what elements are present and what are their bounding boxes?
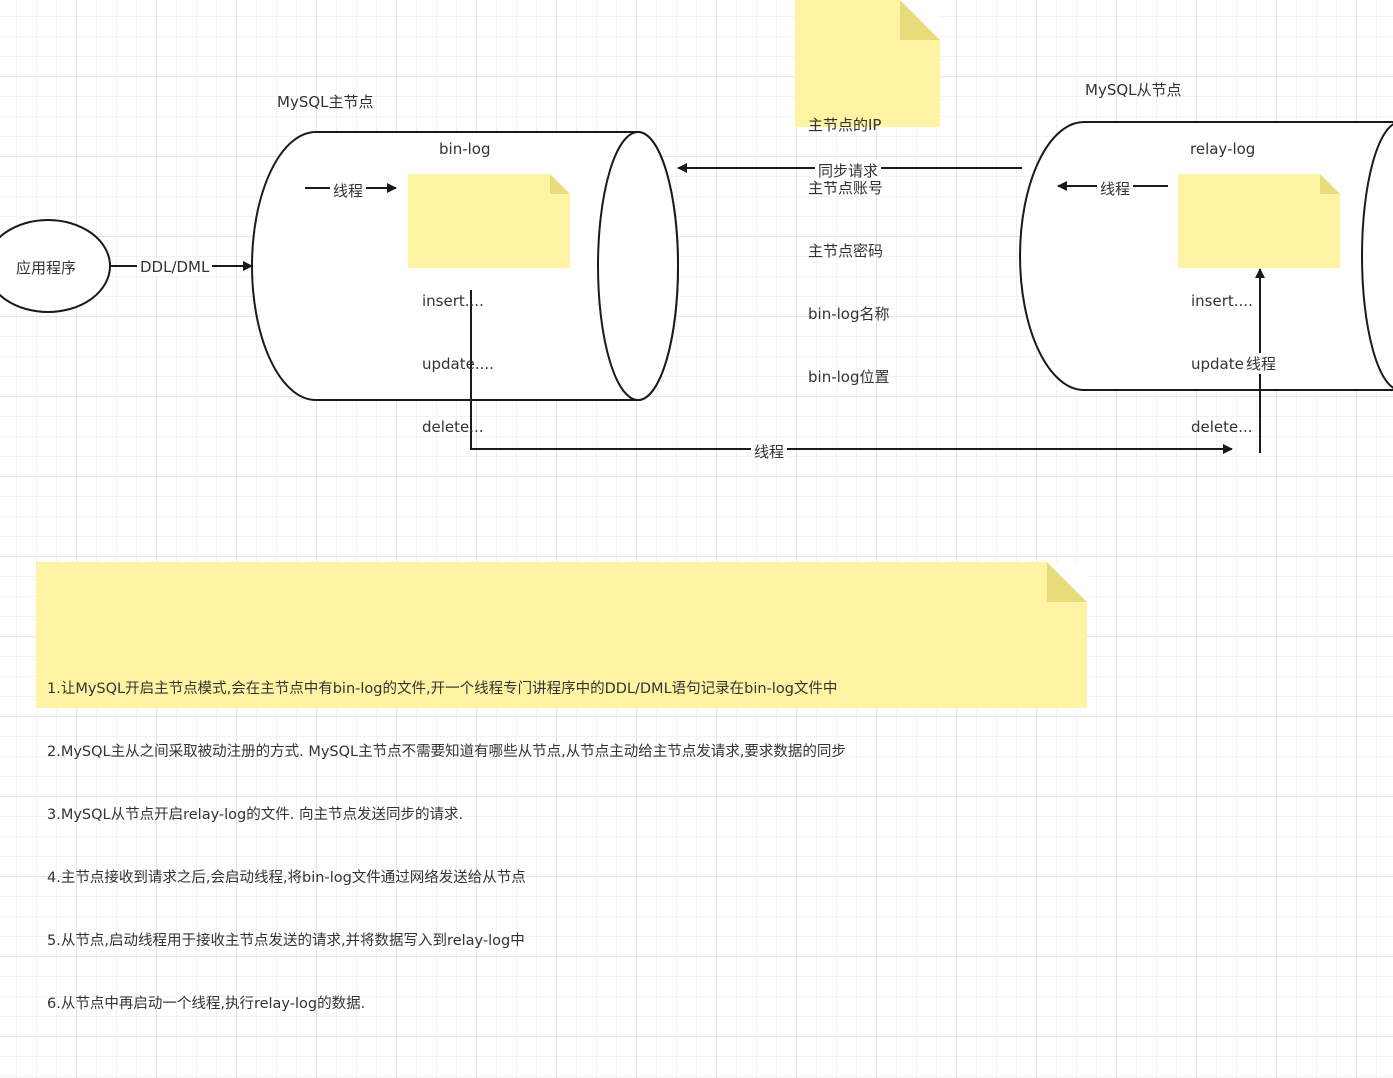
slave-log-note: insert.... update.... delete... <box>1178 174 1340 436</box>
slave-thread-label: 线程 <box>1097 178 1134 199</box>
slave-log-line: insert.... <box>1191 292 1253 310</box>
explanation-line: 1.让MySQL开启主节点模式,会在主节点中有bin-log的文件,开一个线程专… <box>47 681 838 697</box>
master-log-line: insert.... <box>422 292 484 310</box>
slave-log-label: relay-log <box>1190 140 1256 158</box>
explanation-note: 1.让MySQL开启主节点模式,会在主节点中有bin-log的文件,开一个线程专… <box>36 562 1087 1012</box>
master-log-line: update.... <box>422 355 494 373</box>
transfer-thread-label: 线程 <box>751 441 788 462</box>
master-title: MySQL主节点 <box>277 93 374 111</box>
sync-note-line: 主节点的IP <box>808 116 882 134</box>
explanation-line: 6.从节点中再启动一个线程,执行relay-log的数据. <box>47 996 366 1012</box>
sync-note-line: bin-log位置 <box>808 368 890 386</box>
slave-write-thread-label: 线程 <box>1243 353 1280 374</box>
explanation-line: 3.MySQL从节点开启relay-log的文件. 向主节点发送同步的请求. <box>47 807 464 823</box>
explanation-line: 4.主节点接收到请求之后,会启动线程,将bin-log文件通过网络发送给从节点 <box>47 870 526 886</box>
transfer-arrow <box>470 290 1233 454</box>
master-thread-label: 线程 <box>330 180 367 201</box>
app-edge-label: DDL/DML <box>137 258 213 276</box>
app-label: 应用程序 <box>16 259 77 277</box>
note-fold-icon <box>550 174 570 194</box>
sync-note-line: bin-log名称 <box>808 305 890 323</box>
master-log-line: delete... <box>422 418 484 436</box>
note-fold-icon <box>1047 562 1087 602</box>
sync-note-line: 主节点账号 <box>808 179 884 197</box>
slave-log-line: delete... <box>1191 418 1253 436</box>
explanation-line: 2.MySQL主从之间采取被动注册的方式. MySQL主节点不需要知道有哪些从节… <box>47 744 846 760</box>
explanation-line: 5.从节点,启动线程用于接收主节点发送的请求,并将数据写入到relay-log中 <box>47 933 525 949</box>
sync-request-label: 同步请求 <box>815 160 882 181</box>
sync-note-line: 主节点密码 <box>808 242 884 260</box>
slave-title: MySQL从节点 <box>1085 81 1182 99</box>
master-log-note: insert.... update.... delete... <box>408 174 570 436</box>
note-fold-icon <box>900 0 940 40</box>
sync-request-note: 主节点的IP 主节点账号 主节点密码 bin-log名称 bin-log位置 <box>795 0 940 386</box>
note-fold-icon <box>1320 174 1340 194</box>
master-log-label: bin-log <box>439 140 491 158</box>
